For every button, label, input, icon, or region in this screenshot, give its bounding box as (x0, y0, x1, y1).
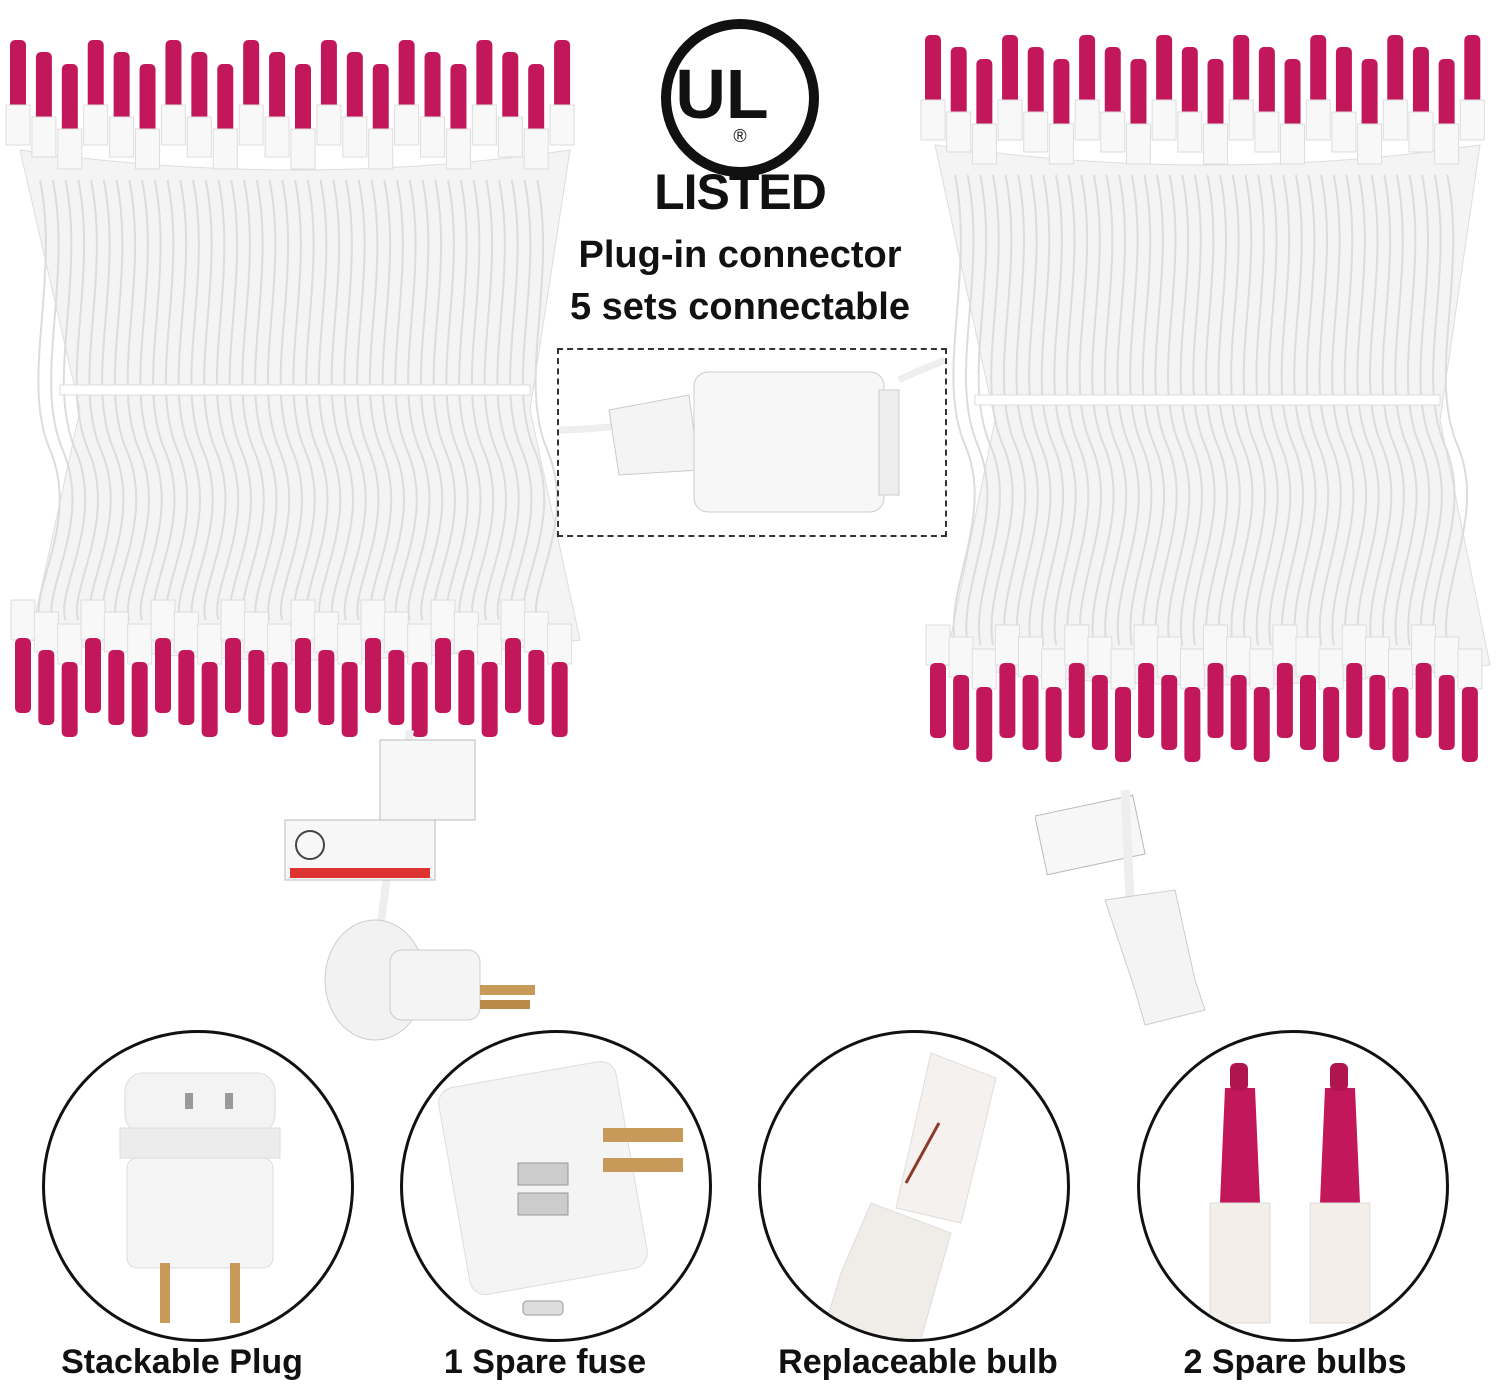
caption-replaceable-bulb: Replaceable bulb (778, 1343, 1058, 1381)
headline-line-1: Plug-in connector (578, 234, 902, 276)
headline-line-2: 5 sets connectable (569, 286, 911, 328)
male-plug-with-tag (280, 730, 560, 1060)
ul-registered-mark: ® (733, 126, 746, 146)
ul-logo-icon: UL ® (660, 18, 820, 178)
stackable-plug-detail (42, 1030, 354, 1342)
left-light-bundle (0, 30, 590, 790)
caption-spare-bulbs: 2 Spare bulbs (1183, 1343, 1407, 1381)
connector-highlight-box (557, 348, 947, 537)
spare-fuse-detail (400, 1030, 712, 1342)
caption-stackable-plug: Stackable Plug (61, 1343, 303, 1381)
right-light-bundle (915, 25, 1500, 815)
replaceable-bulb-detail (758, 1030, 1070, 1342)
listed-label: LISTED (654, 164, 827, 220)
female-end-plug (1035, 780, 1235, 1030)
caption-spare-fuse: 1 Spare fuse (443, 1343, 647, 1381)
spare-bulbs-detail (1137, 1030, 1449, 1342)
ul-logo-u: UL (675, 55, 768, 133)
